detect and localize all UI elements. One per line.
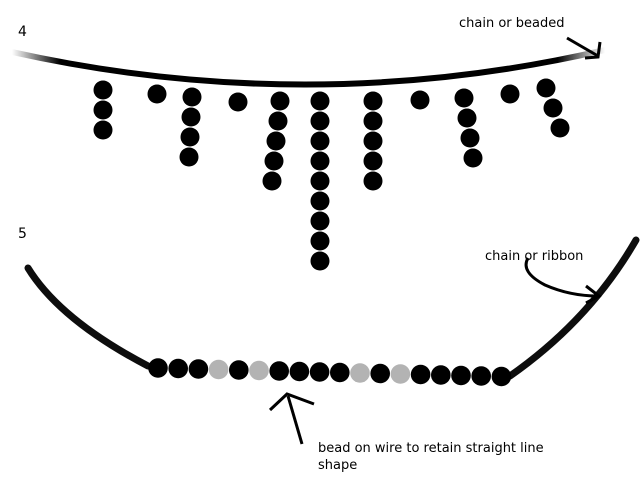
- dangle-bead: [310, 131, 330, 151]
- black-bead: [168, 358, 188, 379]
- dangle-bead: [93, 100, 113, 120]
- dangle-bead: [550, 118, 570, 138]
- chain-left-curve: [24, 264, 152, 370]
- dangle-bead: [179, 147, 199, 167]
- dangle-bead: [454, 88, 474, 108]
- black-bead: [309, 362, 330, 382]
- dangle-bead: [93, 80, 113, 100]
- dangle-bead: [460, 128, 480, 148]
- bead-dangles: [93, 78, 570, 271]
- black-bead: [269, 361, 290, 381]
- dangle-bead: [310, 91, 330, 111]
- dangle-bead: [457, 108, 477, 128]
- black-bead: [289, 361, 310, 382]
- black-bead: [431, 365, 451, 385]
- dangle-bead: [262, 171, 282, 191]
- chain-or-ribbon-label: chain or ribbon: [485, 249, 584, 264]
- dangle-bead: [147, 84, 167, 104]
- gray-bead: [208, 359, 229, 380]
- dangle-bead: [310, 171, 330, 191]
- black-bead: [471, 366, 492, 386]
- black-bead: [188, 359, 209, 379]
- dangle-bead: [182, 87, 202, 107]
- dangle-bead: [270, 91, 290, 111]
- dangle-bead: [93, 120, 113, 140]
- necklace-chain-top: [9, 47, 608, 88]
- bead-on-wire-label: bead on wire to retain straight line sha…: [318, 441, 544, 473]
- dangle-bead: [266, 131, 286, 151]
- dangle-bead: [310, 231, 330, 251]
- dangle-bead: [463, 148, 483, 168]
- dangle-bead: [268, 111, 288, 131]
- dangle-bead: [363, 131, 383, 151]
- dangle-bead: [363, 151, 383, 171]
- dangle-bead: [310, 151, 330, 171]
- arrow-icon: [524, 257, 602, 305]
- black-bead: [410, 364, 431, 385]
- black-bead: [370, 363, 391, 384]
- gray-bead: [249, 360, 269, 381]
- dangle-bead: [543, 98, 563, 118]
- wire-beads: [148, 358, 512, 387]
- black-bead: [148, 358, 168, 378]
- black-bead: [451, 365, 471, 386]
- gray-bead: [350, 363, 370, 383]
- dangle-bead: [363, 171, 383, 191]
- dangle-bead: [228, 92, 248, 112]
- dangle-bead: [310, 191, 330, 211]
- dangle-bead: [500, 84, 520, 104]
- dangle-bead: [310, 251, 330, 271]
- black-bead: [229, 360, 249, 380]
- dangle-bead: [181, 107, 201, 127]
- arrow-icon: [566, 36, 602, 60]
- figure-number-5: 5: [18, 226, 27, 242]
- gray-bead: [390, 364, 411, 384]
- dangle-bead: [363, 91, 383, 111]
- chain-right-curve: [506, 236, 640, 380]
- dangle-bead: [410, 90, 430, 110]
- dangle-bead: [264, 151, 284, 171]
- dangle-bead: [310, 211, 330, 231]
- figure-number-4: 4: [18, 24, 27, 40]
- dangle-bead: [310, 111, 330, 131]
- arrow-icon: [268, 392, 315, 445]
- dangle-bead: [536, 78, 556, 98]
- black-bead: [491, 366, 512, 387]
- dangle-bead: [180, 127, 200, 147]
- dangle-bead: [363, 111, 383, 131]
- chain-or-beaded-label: chain or beaded: [459, 16, 565, 31]
- black-bead: [330, 362, 350, 383]
